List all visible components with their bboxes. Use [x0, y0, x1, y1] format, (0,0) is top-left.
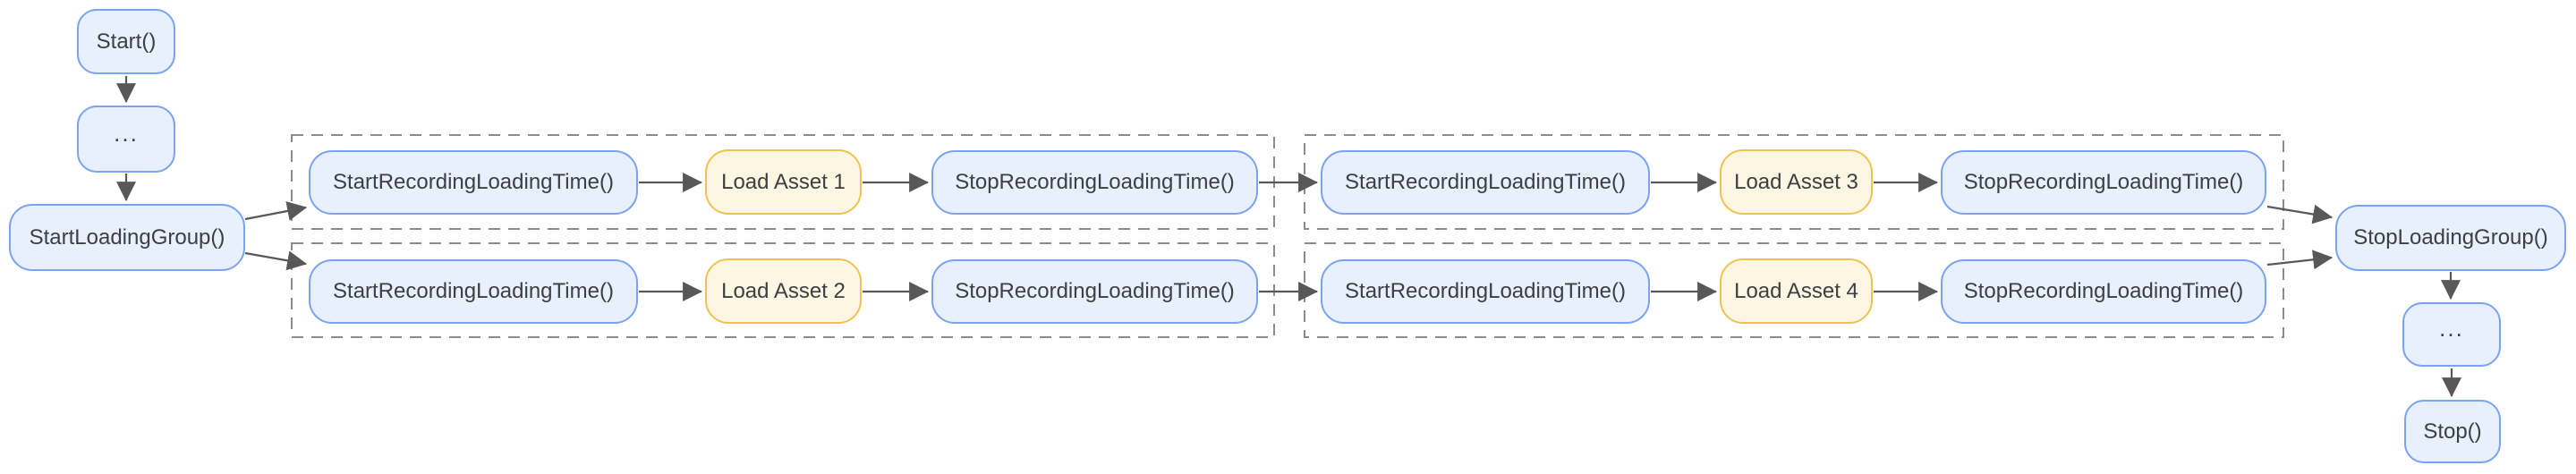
node-g1r1-load-asset-1: Load Asset 1	[705, 149, 862, 215]
edge-startloadinggroup-to-row1	[244, 201, 308, 221]
node-start-loading-group: StartLoadingGroup()	[9, 204, 245, 271]
node-g1r2-load-asset-2: Load Asset 2	[705, 258, 862, 324]
node-g2r1-load-asset-3: Load Asset 3	[1720, 149, 1873, 215]
node-start: Start()	[77, 9, 175, 74]
node-g1r1-stop-recording: StopRecordingLoadingTime()	[931, 150, 1258, 215]
loading-group-box-2-row-2	[1304, 242, 2284, 338]
node-g1r2-stop-recording: StopRecordingLoadingTime()	[931, 259, 1258, 324]
edge-g2r2-to-stoploadinggroup	[2266, 250, 2334, 270]
node-g1r2-start-recording: StartRecordingLoadingTime()	[309, 259, 638, 324]
node-g2r1-stop-recording: StopRecordingLoadingTime()	[1941, 150, 2266, 215]
node-stop: Stop()	[2404, 400, 2501, 463]
node-ellipsis-top: ...	[77, 106, 175, 173]
node-g2r1-start-recording: StartRecordingLoadingTime()	[1321, 150, 1650, 215]
node-g1r1-start-recording: StartRecordingLoadingTime()	[309, 150, 638, 215]
node-g2r2-stop-recording: StopRecordingLoadingTime()	[1941, 259, 2266, 324]
loading-group-box-2-row-1	[1304, 134, 2284, 230]
node-stop-loading-group: StopLoadingGroup()	[2335, 205, 2566, 271]
loading-group-box-1-row-2	[291, 242, 1275, 338]
edge-g2r1-to-stoploadinggroup	[2266, 204, 2334, 224]
node-ellipsis-bottom: ...	[2402, 302, 2501, 367]
node-g2r2-start-recording: StartRecordingLoadingTime()	[1321, 259, 1650, 324]
edge-startloadinggroup-to-row2	[244, 250, 308, 271]
node-g2r2-load-asset-4: Load Asset 4	[1720, 258, 1873, 324]
